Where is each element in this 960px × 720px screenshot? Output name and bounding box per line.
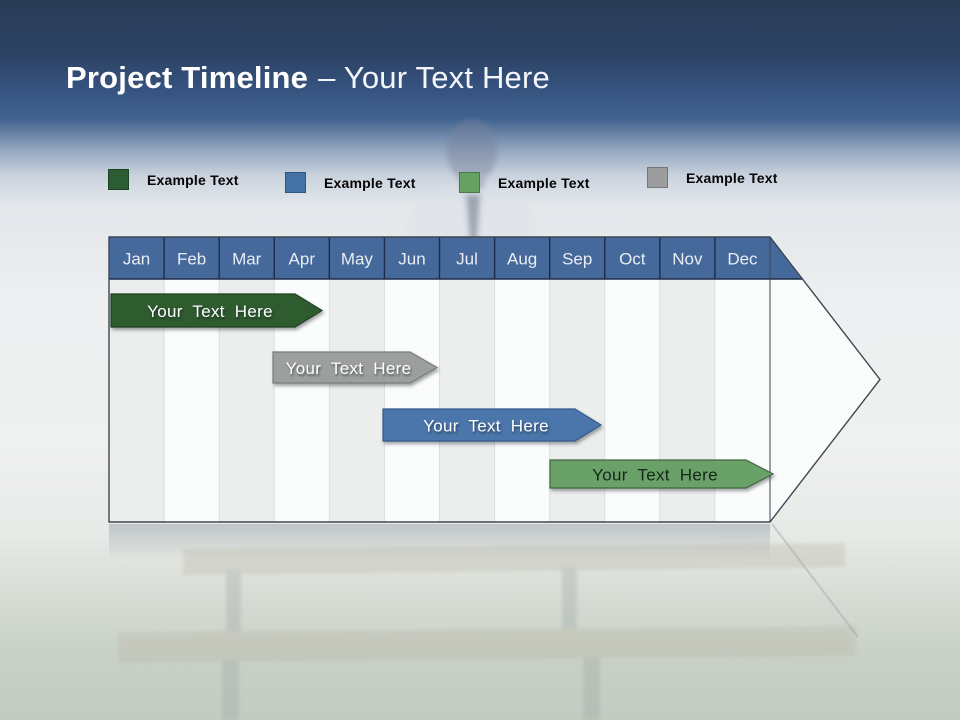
timeline-rendered[interactable]: Jan Feb Mar Apr May Jun Jul Aug Sep Oct Nov DecYour… (108, 236, 881, 523)
timeline-bar-shape[interactable] (110, 293, 324, 328)
title-bold-text: Project Timeline (66, 60, 309, 95)
timeline-bar-shape[interactable] (272, 351, 439, 384)
timeline-bar-label: Your Text Here (592, 466, 718, 485)
legend-color-swatch[interactable] (647, 167, 668, 188)
timeline-bar-label: Your Text Here (286, 359, 412, 378)
legend-item[interactable]: Example Text (108, 169, 239, 190)
legend-color-swatch[interactable] (459, 172, 480, 193)
legend-item[interactable]: Example Text (647, 167, 778, 188)
month-header-cell: Feb (177, 250, 206, 269)
timeline-bar[interactable]: Your Text Here (382, 408, 603, 442)
month-header-cell: Jan (123, 250, 150, 269)
month-header-cell: Jul (456, 250, 478, 269)
legend-label: Example Text (498, 174, 590, 191)
month-header-cell: Apr (289, 250, 316, 269)
legend-item[interactable]: Example Text (459, 172, 590, 193)
timeline-bar-shape[interactable] (549, 459, 775, 489)
month-column (494, 279, 550, 522)
month-header-cell: Jun (398, 250, 425, 269)
month-column (329, 279, 385, 522)
page-title[interactable]: Project Timeline – Your Text Here (66, 60, 550, 96)
month-header-cell: Mar (232, 250, 262, 269)
month-header-cell: Nov (672, 250, 703, 269)
legend-label: Example Text (147, 171, 239, 188)
legend-label: Example Text (686, 169, 778, 186)
timeline-bar[interactable]: Your Text Here (110, 293, 324, 328)
title-placeholder-text: – Your Text Here (318, 60, 550, 95)
month-header-cell: Sep (562, 250, 592, 269)
month-column (384, 279, 440, 522)
timeline-bar-shape[interactable] (382, 408, 603, 442)
month-header-cell: Aug (507, 250, 537, 269)
timeline-bar[interactable]: Your Text Here (272, 351, 439, 384)
month-header-cell: May (341, 250, 374, 269)
legend-item[interactable]: Example Text (285, 172, 416, 193)
legend-color-swatch[interactable] (285, 172, 306, 193)
timeline-arrow-outline (108, 236, 881, 523)
legend-color-swatch[interactable] (108, 169, 129, 190)
timeline-bar-label: Your Text Here (147, 302, 273, 321)
background-man-photo (405, 119, 539, 240)
timeline-bar-label: Your Text Here (423, 417, 549, 436)
timeline-bar[interactable]: Your Text Here (549, 459, 775, 489)
month-column (439, 279, 495, 522)
month-header-band (109, 237, 803, 279)
month-header-cell: Dec (727, 250, 758, 269)
legend-label: Example Text (324, 174, 416, 191)
background-bench-photo (118, 543, 856, 720)
month-header-cell: Oct (619, 250, 646, 269)
table-reflection (109, 523, 859, 638)
